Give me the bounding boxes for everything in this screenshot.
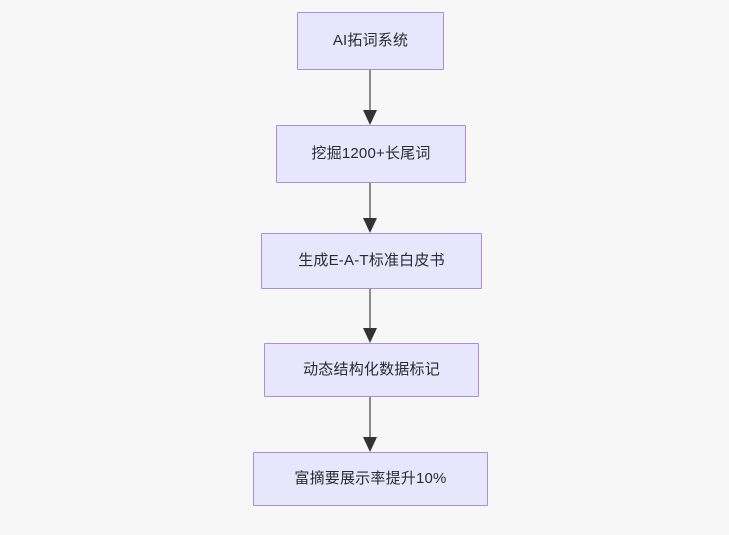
- arrowhead-icon-n1-n2: [363, 110, 377, 125]
- edge-n4-n5: [363, 397, 377, 452]
- flow-node-2[interactable]: 挖掘1200+长尾词: [276, 125, 466, 183]
- arrowhead-icon-n4-n5: [363, 437, 377, 452]
- flow-node-5[interactable]: 富摘要展示率提升10%: [253, 452, 488, 506]
- arrowhead-icon-n2-n3: [363, 218, 377, 233]
- flow-node-3-label: 生成E-A-T标准白皮书: [298, 252, 445, 269]
- edge-n2-n3: [363, 183, 377, 233]
- flow-node-3[interactable]: 生成E-A-T标准白皮书: [261, 233, 482, 289]
- flow-node-2-label: 挖掘1200+长尾词: [311, 145, 431, 162]
- edge-n3-n4: [363, 289, 377, 343]
- edge-n1-n2: [363, 70, 377, 125]
- flow-node-5-label: 富摘要展示率提升10%: [294, 470, 447, 487]
- flow-node-1-label: AI拓词系统: [332, 32, 409, 49]
- flow-node-1[interactable]: AI拓词系统: [297, 12, 444, 70]
- arrowhead-icon-n3-n4: [363, 328, 377, 343]
- flow-node-4-label: 动态结构化数据标记: [303, 361, 440, 378]
- flow-node-4[interactable]: 动态结构化数据标记: [264, 343, 479, 397]
